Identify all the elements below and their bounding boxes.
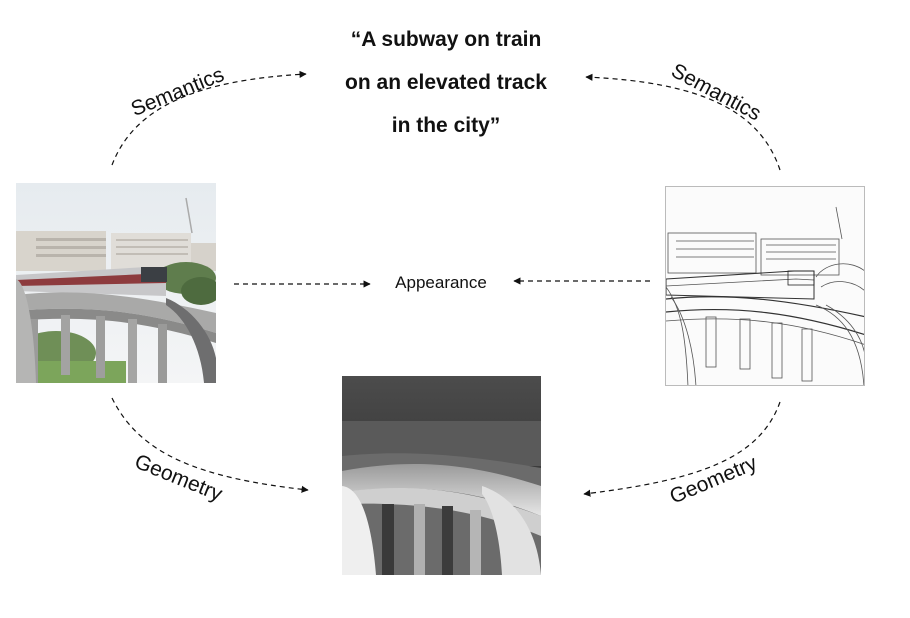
- sketch-image: [665, 186, 865, 386]
- depth-illustration: [342, 376, 541, 575]
- label-appearance: Appearance: [395, 273, 487, 292]
- sketch-illustration: [666, 187, 864, 385]
- label-semantics-left: Semantics: [128, 63, 228, 121]
- label-geometry-left: Geometry: [131, 450, 226, 506]
- caption-line-1: “A subway on train: [350, 28, 542, 51]
- arrow-geometry-right: [583, 401, 781, 497]
- text-caption: “A subway on train on an elevated track …: [296, 18, 596, 147]
- caption-line-2: on an elevated track: [345, 71, 547, 94]
- depth-image: [342, 376, 541, 575]
- arrow-semantics-right: [585, 73, 781, 171]
- arrow-geometry-left: [111, 397, 309, 493]
- photo-image: [16, 183, 216, 383]
- label-semantics-right: Semantics: [667, 59, 764, 125]
- photo-illustration: [16, 183, 216, 383]
- caption-line-3: in the city”: [391, 114, 501, 137]
- label-geometry-right: Geometry: [667, 451, 761, 508]
- arrow-semantics-left: [111, 70, 307, 166]
